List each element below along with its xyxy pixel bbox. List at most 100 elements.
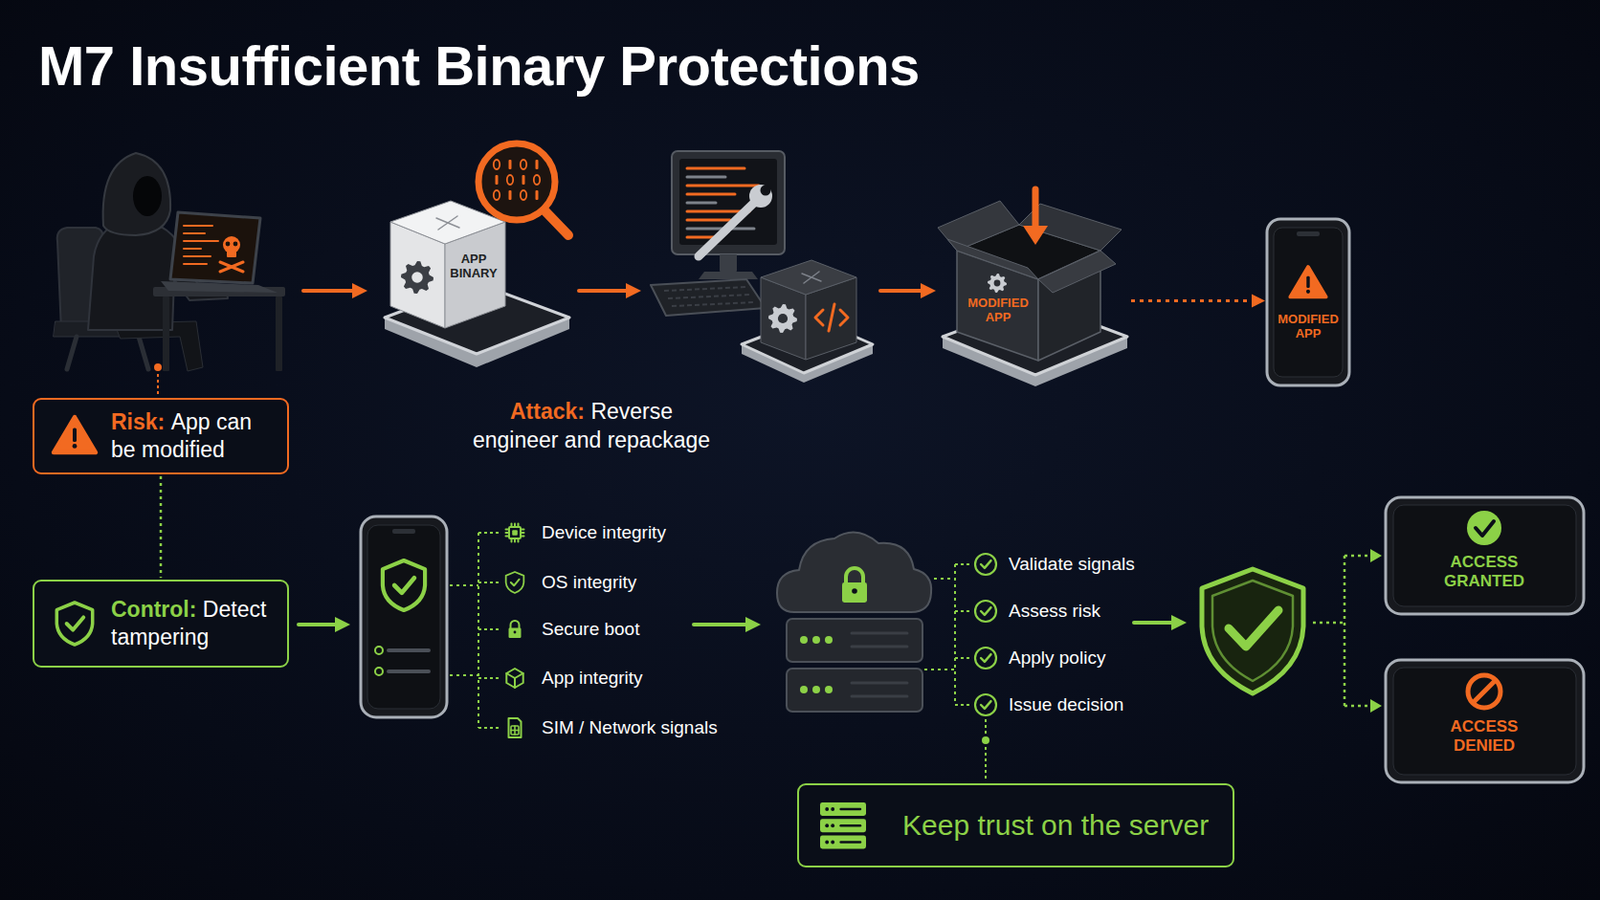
server-step-bracket bbox=[954, 564, 956, 706]
modified-box-illustration bbox=[994, 280, 1001, 288]
chip-icon bbox=[520, 535, 525, 538]
chip-icon bbox=[511, 524, 513, 529]
signal-label: SIM / Network signals bbox=[541, 716, 718, 740]
hacker-figure bbox=[183, 224, 213, 227]
server-step-bracket bbox=[955, 610, 973, 613]
box-heading: Control: bbox=[111, 597, 197, 623]
cube-icon bbox=[506, 668, 523, 689]
hacker-figure bbox=[226, 249, 237, 258]
signal-label: Secure boot bbox=[541, 618, 640, 642]
server-step-bracket bbox=[924, 668, 956, 671]
server-step-bracket bbox=[984, 719, 987, 735]
cloud-server-illustration bbox=[851, 695, 908, 699]
cloud-server-illustration bbox=[812, 686, 821, 694]
workstation-illustration bbox=[687, 167, 745, 171]
result-phone-illustration bbox=[1385, 660, 1584, 783]
shape-label: ACCESS DENIED bbox=[1450, 717, 1519, 756]
signal-label: OS integrity bbox=[541, 571, 637, 595]
cloud-server-illustration bbox=[812, 636, 821, 645]
hacker-figure bbox=[225, 242, 231, 247]
cube-icon bbox=[506, 673, 515, 679]
cloud-server-illustration bbox=[786, 668, 923, 712]
dotted-arrow bbox=[1131, 294, 1266, 309]
hacker-figure bbox=[220, 262, 244, 272]
cloud-server-illustration bbox=[786, 619, 923, 663]
signal-bracket bbox=[478, 532, 500, 534]
shield-icon bbox=[56, 602, 92, 645]
modified-phone-illustration bbox=[1273, 227, 1343, 378]
app-binary-illustration bbox=[520, 159, 527, 170]
workstation-illustration bbox=[803, 271, 820, 284]
chip-icon bbox=[520, 529, 525, 532]
workstation-illustration bbox=[687, 184, 759, 188]
check-icon bbox=[980, 654, 991, 663]
lock-icon bbox=[513, 631, 517, 635]
app-binary-illustration bbox=[507, 175, 513, 185]
device-phone-illustration bbox=[375, 646, 383, 655]
lock-icon bbox=[851, 588, 858, 595]
decision-shield bbox=[1201, 569, 1304, 694]
server-icon bbox=[824, 807, 829, 812]
hacker-figure bbox=[275, 296, 283, 372]
decision-split bbox=[1343, 555, 1347, 707]
shield-icon bbox=[66, 617, 85, 630]
text-block: Risk:App can be modified bbox=[111, 408, 276, 465]
workstation-illustration bbox=[698, 271, 758, 280]
chip-icon bbox=[517, 538, 520, 543]
app-binary-illustration bbox=[493, 159, 500, 170]
result-phone-illustration bbox=[1385, 497, 1584, 783]
modified-box-illustration bbox=[1032, 189, 1040, 228]
cloud-server-illustration bbox=[851, 632, 908, 636]
shield-icon bbox=[506, 572, 525, 594]
chip-icon bbox=[506, 532, 511, 534]
shield-icon bbox=[382, 560, 425, 611]
workstation-illustration bbox=[687, 193, 735, 197]
workstation-illustration bbox=[719, 254, 737, 272]
warn-icon bbox=[1306, 289, 1311, 294]
chip-icon bbox=[506, 524, 525, 543]
modified-phone-illustration bbox=[1266, 219, 1350, 386]
signal-bracket bbox=[478, 581, 500, 584]
cloud-server-illustration bbox=[824, 636, 833, 645]
flow-arrow bbox=[1133, 621, 1176, 625]
chip-icon bbox=[506, 529, 511, 532]
flow-arrow bbox=[303, 288, 356, 293]
decision-shield bbox=[1228, 610, 1279, 647]
app-binary-illustration bbox=[400, 261, 434, 294]
server-icon bbox=[824, 841, 829, 845]
cloud-server-illustration bbox=[800, 686, 808, 694]
check-icon bbox=[975, 647, 997, 669]
attack-heading: Attack: bbox=[510, 399, 585, 424]
signal-bracket bbox=[478, 628, 500, 631]
access-denied-phone: ACCESS DENIED bbox=[1385, 660, 1584, 783]
shield-icon bbox=[394, 577, 415, 594]
workstation-illustration bbox=[687, 219, 731, 223]
decision-shield bbox=[1212, 580, 1293, 682]
text-block: MODIFIED APP bbox=[961, 296, 1035, 326]
flow-arrow bbox=[880, 288, 925, 293]
modified-box-illustration bbox=[947, 239, 1039, 280]
modified-phone-illustration bbox=[1296, 231, 1320, 237]
check-icon bbox=[975, 647, 997, 669]
server-step-bracket bbox=[981, 736, 990, 745]
signal-label: Device integrity bbox=[541, 521, 667, 545]
risk-box: Risk:App can be modified bbox=[32, 398, 289, 475]
result-phone-illustration bbox=[1473, 681, 1495, 703]
warn-icon bbox=[72, 428, 77, 443]
attack-caption: Attack:Reverse engineer and repackage bbox=[466, 398, 717, 456]
device-phone-illustration bbox=[360, 516, 447, 718]
workstation-illustration bbox=[650, 151, 873, 383]
workstation-illustration bbox=[815, 304, 848, 332]
shield-icon bbox=[511, 579, 520, 587]
warn-icon bbox=[53, 417, 96, 453]
workstation-illustration bbox=[667, 294, 751, 299]
check-icon bbox=[975, 554, 997, 576]
signal-bracket bbox=[449, 584, 479, 587]
result-phone-illustration bbox=[1385, 497, 1584, 615]
modified-box-illustration bbox=[937, 189, 1128, 387]
server-icon bbox=[841, 808, 861, 811]
workstation-illustration bbox=[768, 304, 798, 334]
cube-icon bbox=[513, 678, 516, 689]
warn-icon bbox=[1289, 266, 1326, 297]
cloud-server-illustration bbox=[851, 682, 908, 686]
